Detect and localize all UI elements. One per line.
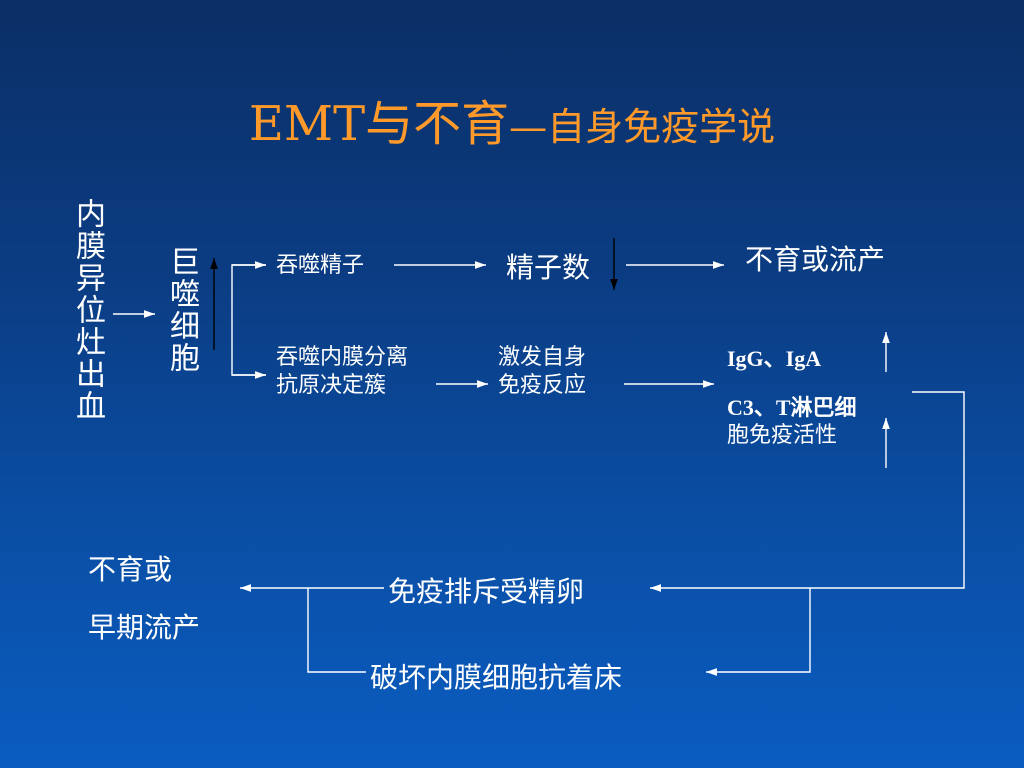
node-immune-rejection: 免疫排斥受精卵 [388,575,585,608]
node-macrophage: 巨噬细胞 [164,246,199,374]
node-trigger-autoimmune: 激发自身 免疫反应 [498,344,586,399]
arrow-to-immune-rejection [650,391,965,592]
title-sub: —自身免疫学说 [509,105,776,149]
node-c3-t-cell-line1: C3、T淋巴细 [727,395,857,420]
arrow-to-endometrium-damage [706,588,811,676]
node-sperm-count: 精子数 [506,251,591,284]
node-endometrium-damage: 破坏内膜细胞抗着床 [370,661,623,694]
node-endometriosis-bleeding: 内膜异位灶出血 [70,198,105,422]
node-result-line1: 不育或 [88,553,173,586]
line-damage-to-result [307,588,366,673]
node-igg-iga: IgG、IgA [727,346,822,371]
node-c3-t-cell: C3、T淋巴细 胞免疫活性 [727,394,857,449]
node-c3-t-cell-line2: 胞免疫活性 [727,422,838,448]
title-main: EMT与不育 [248,96,510,152]
bracket-macrophage-branches [231,264,266,376]
node-phagocytose-endometrium: 吞噬内膜分离 抗原决定簇 [276,344,408,399]
node-result: 不育或 早期流产 [88,556,200,642]
node-infertility-miscarriage: 不育或流产 [745,243,886,276]
node-trigger-autoimmune-line1: 激发自身 [498,345,587,370]
node-phagocytose-sperm: 吞噬精子 [276,253,365,278]
node-phagocytose-endometrium-line1: 吞噬内膜分离 [276,345,409,370]
slide-title: EMT与不育—自身免疫学说 [0,100,1024,148]
node-trigger-autoimmune-line2: 免疫反应 [498,372,587,398]
node-result-line2: 早期流产 [88,611,201,644]
node-phagocytose-endometrium-line2: 抗原决定簇 [276,372,387,398]
